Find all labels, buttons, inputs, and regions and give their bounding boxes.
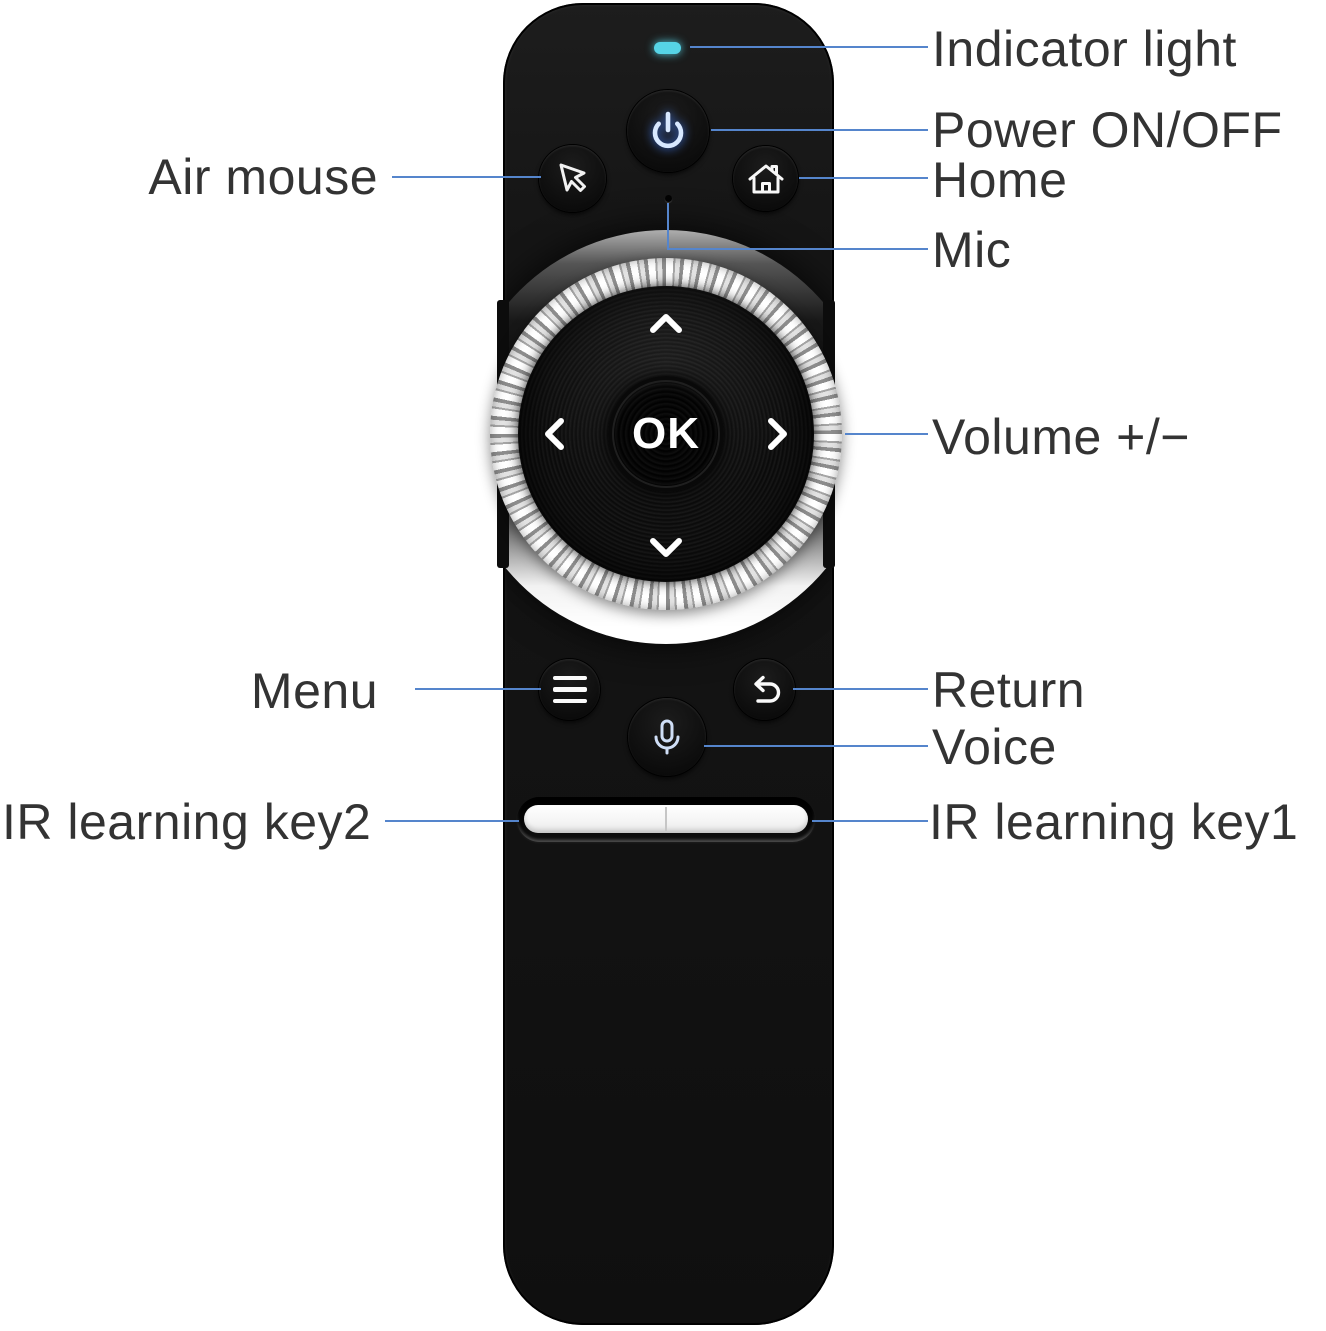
power-icon — [644, 107, 692, 155]
ir-bar-divider — [665, 807, 667, 831]
callout-line-air-mouse — [392, 176, 541, 178]
menu-button — [539, 659, 600, 720]
callout-line-mic-vertical — [667, 203, 669, 249]
right-arrow-icon — [766, 414, 790, 454]
home-button — [733, 146, 798, 211]
ir-learning-bar — [524, 805, 808, 833]
ir-bar-groove — [517, 797, 815, 842]
label-ir-key2: IR learning key2 — [2, 794, 372, 850]
left-arrow-icon — [542, 414, 566, 454]
callout-line-home — [799, 177, 928, 179]
label-power: Power ON/OFF — [932, 102, 1283, 158]
label-indicator-light: Indicator light — [932, 21, 1237, 77]
callout-line-volume — [845, 433, 928, 435]
ok-button: OK — [608, 376, 724, 492]
callout-line-indicator — [690, 46, 928, 48]
callout-line-return — [793, 688, 928, 690]
label-home: Home — [932, 152, 1068, 208]
voice-button — [628, 698, 706, 776]
ok-label: OK — [632, 409, 700, 458]
cursor-icon — [551, 157, 595, 201]
label-air-mouse: Air mouse — [148, 149, 378, 205]
mic-hole — [665, 195, 672, 202]
up-arrow-icon — [646, 311, 686, 335]
air-mouse-button — [539, 145, 606, 212]
menu-icon — [552, 675, 587, 704]
callout-line-power — [711, 129, 928, 131]
label-return: Return — [932, 662, 1086, 718]
label-voice: Voice — [932, 719, 1057, 775]
label-volume: Volume +/− — [932, 409, 1190, 465]
callout-line-ir-key1 — [812, 820, 928, 822]
label-menu: Menu — [250, 663, 378, 719]
callout-line-ir-key2 — [385, 820, 519, 822]
return-button — [734, 659, 795, 720]
indicator-light — [654, 42, 681, 54]
home-icon — [743, 156, 789, 202]
power-button — [627, 90, 709, 172]
callout-line-menu — [415, 688, 541, 690]
return-arrow-icon — [742, 667, 788, 713]
callout-line-voice — [704, 745, 928, 747]
mic-icon — [643, 713, 691, 761]
callout-line-mic — [667, 248, 928, 250]
down-arrow-icon — [646, 536, 686, 560]
label-ir-key1: IR learning key1 — [929, 794, 1299, 850]
label-mic: Mic — [932, 222, 1012, 278]
